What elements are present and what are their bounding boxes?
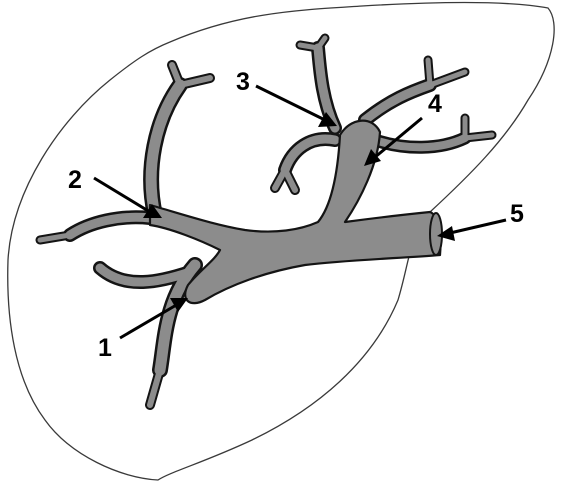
label-3: 3 [236, 68, 250, 96]
label-4: 4 [428, 90, 442, 118]
label-2: 2 [68, 166, 82, 194]
label-5: 5 [510, 200, 524, 228]
label-1: 1 [98, 334, 112, 362]
arrow-5 [450, 220, 506, 233]
